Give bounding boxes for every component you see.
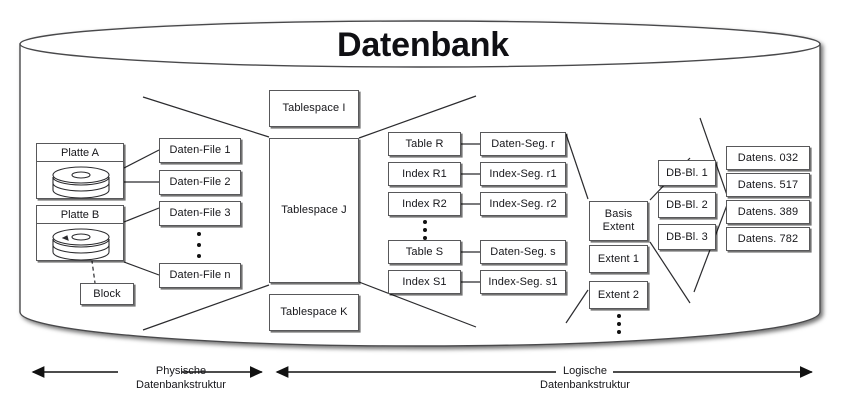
db-block-box-2: DB-Bl. 2 bbox=[658, 192, 716, 218]
axis-label-physical: Physische Datenbankstruktur bbox=[110, 365, 252, 393]
tablespace-box-k: Tablespace K bbox=[269, 294, 359, 331]
datafile-box-3: Daten-File 3 bbox=[159, 201, 241, 226]
axis-label-line2: Datenbankstruktur bbox=[136, 378, 226, 391]
connector-lines bbox=[87, 95, 728, 331]
record-box-032: Datens. 032 bbox=[726, 146, 810, 170]
datafile-box-n: Daten-File n bbox=[159, 263, 241, 288]
datafile-box-1: Daten-File 1 bbox=[159, 138, 241, 163]
axis-label-line1: Logische bbox=[562, 365, 608, 377]
segment-box-index-s1: Index-Seg. s1 bbox=[480, 270, 566, 294]
datafile-box-2: Daten-File 2 bbox=[159, 170, 241, 195]
object-ellipsis-icon bbox=[422, 220, 428, 240]
disk-label: Platte A bbox=[37, 144, 123, 162]
disk-platte-a: Platte A bbox=[36, 143, 124, 199]
segment-box-daten-s: Daten-Seg. s bbox=[480, 240, 566, 264]
extent-ellipsis-icon bbox=[616, 314, 622, 334]
disk-label: Platte B bbox=[37, 206, 123, 224]
object-box-index-r1: Index R1 bbox=[388, 162, 461, 186]
tablespace-box-i: Tablespace I bbox=[269, 90, 359, 127]
extent-box-basis: Basis Extent bbox=[589, 201, 648, 241]
segment-box-daten-r: Daten-Seg. r bbox=[480, 132, 566, 156]
extent-label-line2: Extent bbox=[602, 221, 635, 233]
record-box-517: Datens. 517 bbox=[726, 173, 810, 197]
extent-box-2: Extent 2 bbox=[589, 281, 648, 309]
object-box-index-r2: Index R2 bbox=[388, 192, 461, 216]
disk-stack-icon bbox=[37, 224, 123, 262]
object-box-table-s: Table S bbox=[388, 240, 461, 264]
axis-label-line2: Datenbankstruktur bbox=[540, 378, 630, 391]
page-title: Datenbank bbox=[336, 26, 510, 64]
segment-box-index-r1: Index-Seg. r1 bbox=[480, 162, 566, 186]
block-box: Block bbox=[80, 283, 134, 305]
object-box-index-s1: Index S1 bbox=[388, 270, 461, 294]
axis-label-logical: Logische Datenbankstruktur bbox=[514, 365, 656, 393]
tablespace-box-j: Tablespace J bbox=[269, 138, 359, 283]
extent-label-line1: Basis bbox=[604, 208, 633, 221]
segment-box-index-r2: Index-Seg. r2 bbox=[480, 192, 566, 216]
axis-label-line1: Physische bbox=[155, 365, 207, 377]
object-box-table-r: Table R bbox=[388, 132, 461, 156]
db-block-box-1: DB-Bl. 1 bbox=[658, 160, 716, 186]
record-box-782: Datens. 782 bbox=[726, 227, 810, 251]
datafile-ellipsis-icon bbox=[196, 232, 202, 258]
record-box-389: Datens. 389 bbox=[726, 200, 810, 224]
db-block-box-3: DB-Bl. 3 bbox=[658, 224, 716, 250]
disk-stack-icon bbox=[37, 162, 123, 200]
disk-platte-b: Platte B bbox=[36, 205, 124, 261]
extent-box-1: Extent 1 bbox=[589, 245, 648, 273]
